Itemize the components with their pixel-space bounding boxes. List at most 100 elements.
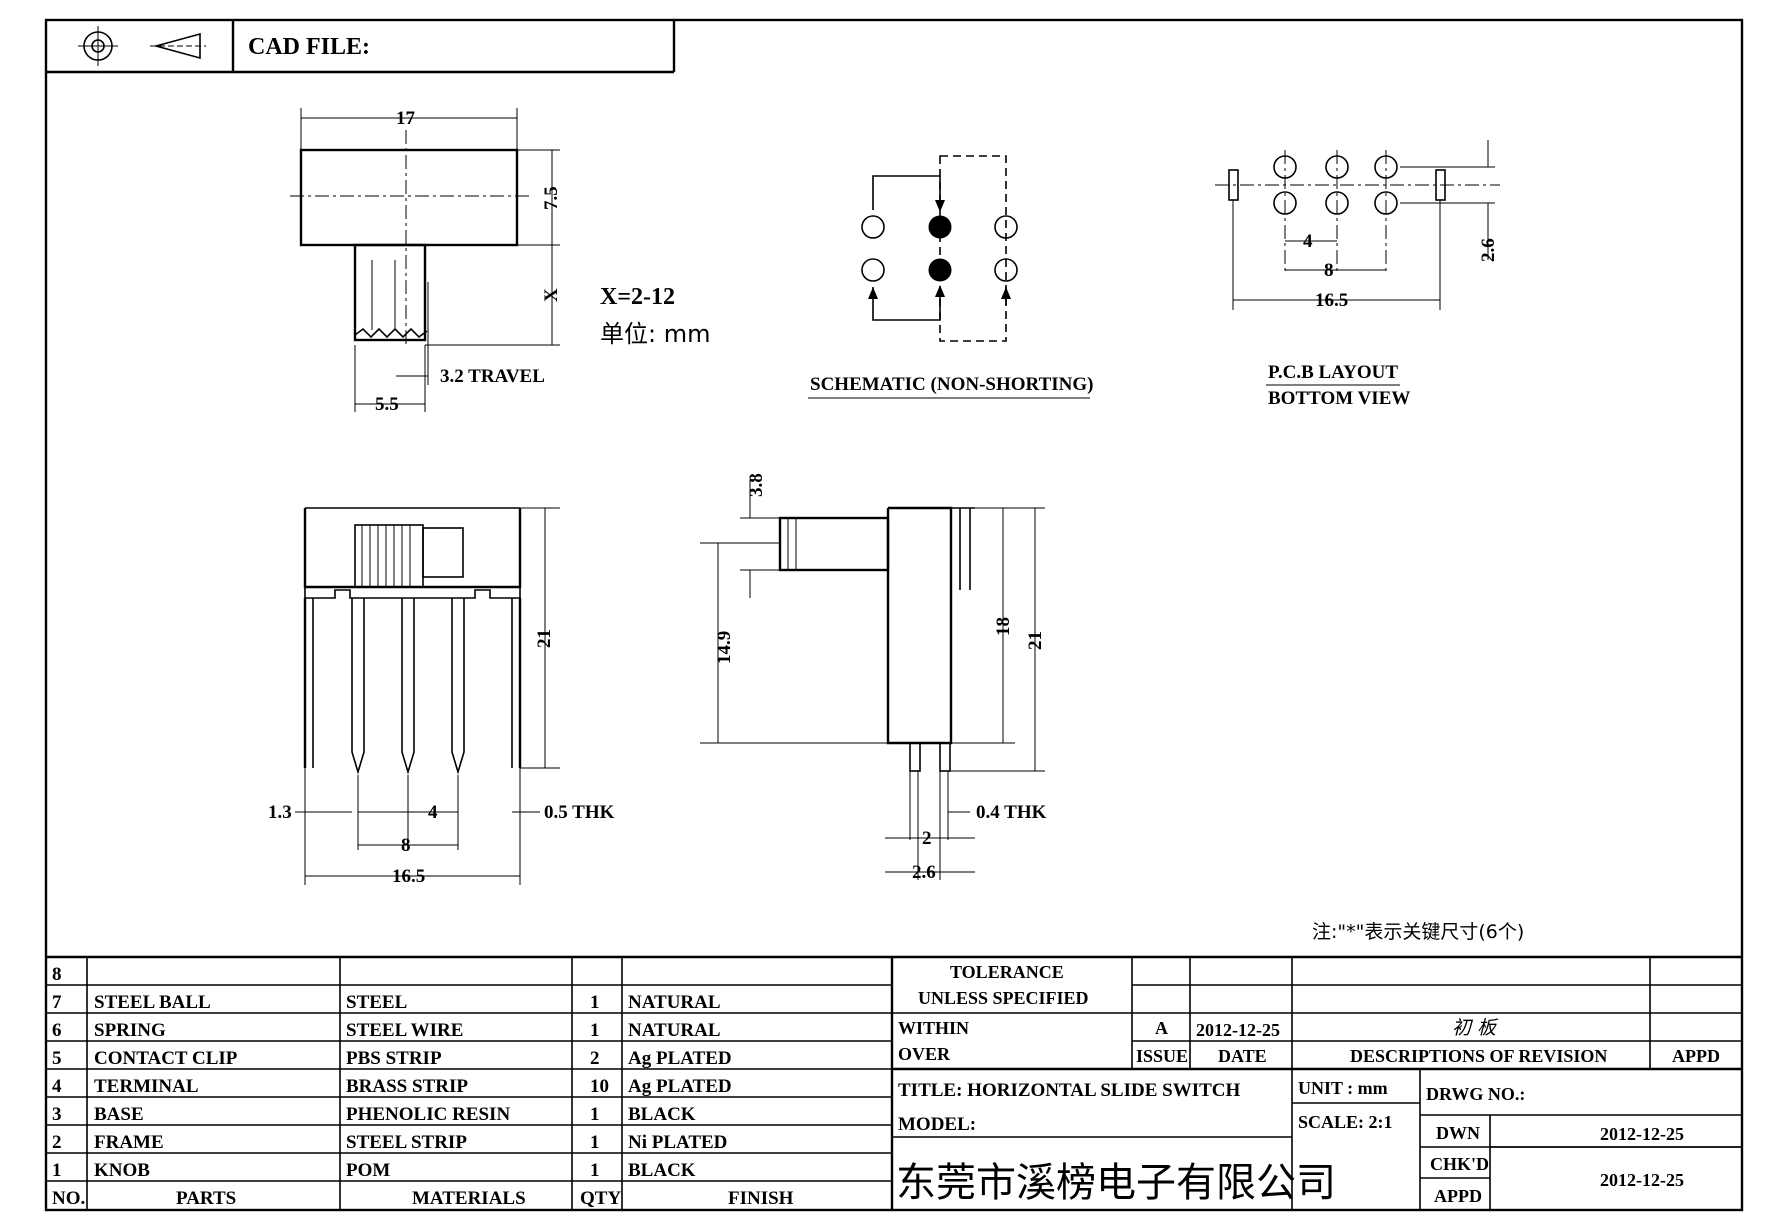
bom-header-no: NO. <box>52 1188 85 1209</box>
cad-file-label: CAD FILE: <box>248 34 370 60</box>
knob-x-dim: X <box>541 288 562 302</box>
bom-row: 3 BASE PHENOLIC RESIN 1 BLACK <box>52 1104 696 1125</box>
sheet-border <box>44 18 1744 1212</box>
tolerance-within: WITHIN <box>898 1018 969 1038</box>
bom-cell-no: 4 <box>52 1076 62 1097</box>
pcb-label-1: P.C.B LAYOUT <box>1268 362 1398 383</box>
top-width-dim: 17 <box>396 108 416 129</box>
schematic-label: SCHEMATIC (NON-SHORTING) <box>810 374 1093 395</box>
key-dimensions-note: 注:"*"表示关键尺寸(6个) <box>1312 921 1524 943</box>
date-label: DATE <box>1218 1046 1267 1066</box>
bom-row: 6 SPRING STEEL WIRE 1 NATURAL <box>52 1020 721 1041</box>
tolerance-over: OVER <box>898 1044 951 1064</box>
bom-cell-finish: BLACK <box>628 1160 696 1181</box>
bom-row: 4 TERMINAL BRASS STRIP 10 Ag PLATED <box>52 1076 732 1097</box>
front-total-dim: 16.5 <box>392 866 425 887</box>
bom-cell-no: 5 <box>52 1048 62 1069</box>
bom-cell-qty: 1 <box>590 992 600 1013</box>
side-pin-gap-dim: 2 <box>922 828 932 849</box>
pcb-pitch-dim: 4 <box>1303 231 1313 252</box>
bom-row: 8 <box>52 964 62 985</box>
bom-cell-part: TERMINAL <box>94 1076 199 1097</box>
bom-cell-part: STEEL BALL <box>94 992 211 1013</box>
bom-cell-finish: Ni PLATED <box>628 1132 727 1153</box>
top-view: 17 7.5 X 3.2 TRAVEL 5.5 X=2-12 单位: mm <box>290 108 710 415</box>
bom-cell-material: STEEL <box>346 992 407 1013</box>
bom-cell-qty: 1 <box>590 1160 600 1181</box>
side-knob-dia-dim: 3.8 <box>746 473 767 497</box>
bom-cell-qty: 10 <box>590 1076 609 1097</box>
x-range-label: X=2-12 <box>600 284 675 310</box>
bom-cell-material: PHENOLIC RESIN <box>346 1104 510 1125</box>
knob-width-dim: 5.5 <box>375 394 399 415</box>
front-pitch-dim: 4 <box>428 802 438 823</box>
pcb-span-dim: 8 <box>1324 260 1334 281</box>
pcb-row-gap-dim: 2.6 <box>1478 238 1499 262</box>
bom-cell-part: CONTACT CLIP <box>94 1048 238 1069</box>
bom-cell-qty: 1 <box>590 1132 600 1153</box>
bom-cell-finish: Ag PLATED <box>628 1048 732 1069</box>
pcb-total-dim: 16.5 <box>1315 290 1348 311</box>
bom-cell-part: BASE <box>94 1104 144 1125</box>
scale-label: SCALE: 2:1 <box>1298 1112 1393 1132</box>
bom-cell-part: SPRING <box>94 1020 166 1041</box>
bom-cell-part: KNOB <box>94 1160 150 1181</box>
dwn-date: 2012-12-25 <box>1600 1124 1684 1144</box>
header-box: CAD FILE: <box>46 20 676 74</box>
unit-label: UNIT : mm <box>1298 1078 1388 1098</box>
travel-dim: 3.2 TRAVEL <box>440 366 545 387</box>
bom-cell-material: BRASS STRIP <box>346 1076 468 1097</box>
bom-cell-no: 3 <box>52 1104 62 1125</box>
model-label: MODEL: <box>898 1114 976 1135</box>
bom-cell-finish: NATURAL <box>628 992 721 1013</box>
bom-header-materials: MATERIALS <box>412 1188 526 1209</box>
crosshair-circle-icon <box>78 26 118 66</box>
bom-header-finish: FINISH <box>728 1188 794 1209</box>
chk-date: 2012-12-25 <box>1600 1170 1684 1190</box>
bom-header-qty: QTY <box>580 1188 621 1209</box>
front-thickness-dim: 0.5 THK <box>544 802 615 823</box>
bom-cell-finish: NATURAL <box>628 1020 721 1041</box>
side-knob-height-dim: 14.9 <box>714 631 735 664</box>
front-left-margin-dim: 1.3 <box>268 802 292 823</box>
bom-cell-finish: BLACK <box>628 1104 696 1125</box>
bom-cell-no: 6 <box>52 1020 62 1041</box>
description-label: DESCRIPTIONS OF REVISION <box>1350 1046 1607 1066</box>
unit-cn-label: 单位: mm <box>600 320 710 348</box>
bom-cell-material: PBS STRIP <box>346 1048 442 1069</box>
bom-table <box>46 955 1742 1210</box>
side-view: 3.8 14.9 18 21 0.4 THK 2 2.6 <box>700 473 1047 883</box>
front-view: 21 1.3 4 8 16.5 0.5 THK <box>268 507 615 887</box>
bom-cell-qty: 1 <box>590 1020 600 1041</box>
revision-description: 初 板 <box>1452 1017 1499 1039</box>
chkd-label: CHK'D <box>1430 1154 1489 1174</box>
pcb-layout: 2.6 4 8 16.5 P.C.B LAYOUT BOTTOM VIEW <box>1215 140 1500 409</box>
appd-label: APPD <box>1434 1186 1482 1206</box>
issue-date: 2012-12-25 <box>1196 1020 1280 1040</box>
cone-projection-icon <box>150 32 206 60</box>
bom-cell-finish: Ag PLATED <box>628 1076 732 1097</box>
title-block: TOLERANCE UNLESS SPECIFIED WITHIN OVER A… <box>892 957 1742 1210</box>
bom-cell-material: STEEL STRIP <box>346 1132 467 1153</box>
issue-label: ISSUE <box>1136 1046 1188 1066</box>
bom-cell-material: STEEL WIRE <box>346 1020 463 1041</box>
side-total-height-dim: 21 <box>1025 631 1046 650</box>
front-height-dim: 21 <box>534 629 555 648</box>
bom-cell-qty: 1 <box>590 1104 600 1125</box>
bom-row: 7 STEEL BALL STEEL 1 NATURAL <box>52 992 721 1013</box>
front-span-dim: 8 <box>401 835 411 856</box>
side-pin-total-dim: 2.6 <box>912 862 936 883</box>
side-body-height-dim: 18 <box>993 617 1014 636</box>
issue-value: A <box>1155 1018 1168 1038</box>
bom-cell-no: 7 <box>52 992 62 1013</box>
top-height-dim: 7.5 <box>541 186 562 210</box>
bom-cell-no: 2 <box>52 1132 62 1153</box>
appd-header-label: APPD <box>1672 1046 1720 1066</box>
dwn-label: DWN <box>1436 1123 1480 1143</box>
side-thickness-dim: 0.4 THK <box>976 802 1047 823</box>
